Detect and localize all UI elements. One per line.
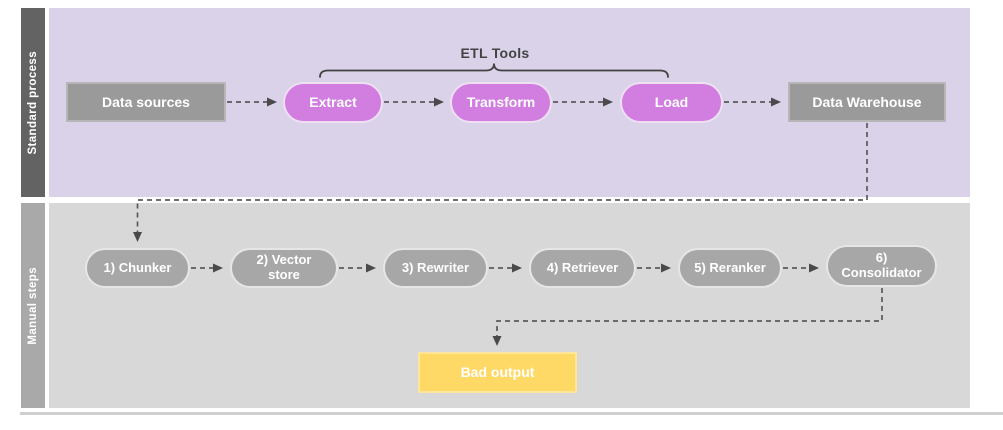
lane-manual-steps-strip: Manual steps bbox=[21, 203, 45, 408]
node-bad-output: Bad output bbox=[418, 352, 577, 393]
node-transform-label: Transform bbox=[466, 94, 536, 111]
node-load-label: Load bbox=[654, 94, 689, 111]
node-data-warehouse: Data Warehouse bbox=[788, 82, 946, 122]
node-data-sources-label: Data sources bbox=[102, 93, 190, 110]
node-rewriter: 3) Rewriter bbox=[383, 248, 488, 288]
node-extract-label: Extract bbox=[309, 94, 357, 111]
lane-standard-process-strip: Standard process bbox=[21, 8, 45, 197]
node-retriever: 4) Retriever bbox=[529, 248, 636, 288]
node-retriever-label: 4) Retriever bbox=[546, 259, 619, 275]
node-vector-store: 2) Vector store bbox=[230, 248, 338, 288]
node-data-warehouse-label: Data Warehouse bbox=[812, 93, 922, 110]
node-consolidator: 6) Consolidator bbox=[826, 245, 937, 287]
lane-manual-steps-title: Manual steps bbox=[27, 266, 39, 345]
node-bad-output-label: Bad output bbox=[460, 364, 535, 381]
page-bottom-edge bbox=[20, 412, 1003, 415]
node-reranker: 5) Reranker bbox=[678, 248, 782, 288]
node-data-sources: Data sources bbox=[66, 82, 226, 122]
node-reranker-label: 5) Reranker bbox=[694, 259, 766, 275]
node-transform: Transform bbox=[450, 82, 552, 123]
node-extract: Extract bbox=[283, 82, 383, 123]
node-load: Load bbox=[620, 82, 723, 123]
node-vector-store-label: 2) Vector store bbox=[256, 252, 312, 282]
node-consolidator-label: 6) Consolidator bbox=[841, 250, 922, 280]
node-chunker-label: 1) Chunker bbox=[103, 259, 172, 275]
node-chunker: 1) Chunker bbox=[85, 248, 190, 288]
etl-tools-label: ETL Tools bbox=[460, 45, 530, 61]
node-rewriter-label: 3) Rewriter bbox=[401, 259, 470, 275]
lane-standard-process-title: Standard process bbox=[27, 50, 39, 155]
